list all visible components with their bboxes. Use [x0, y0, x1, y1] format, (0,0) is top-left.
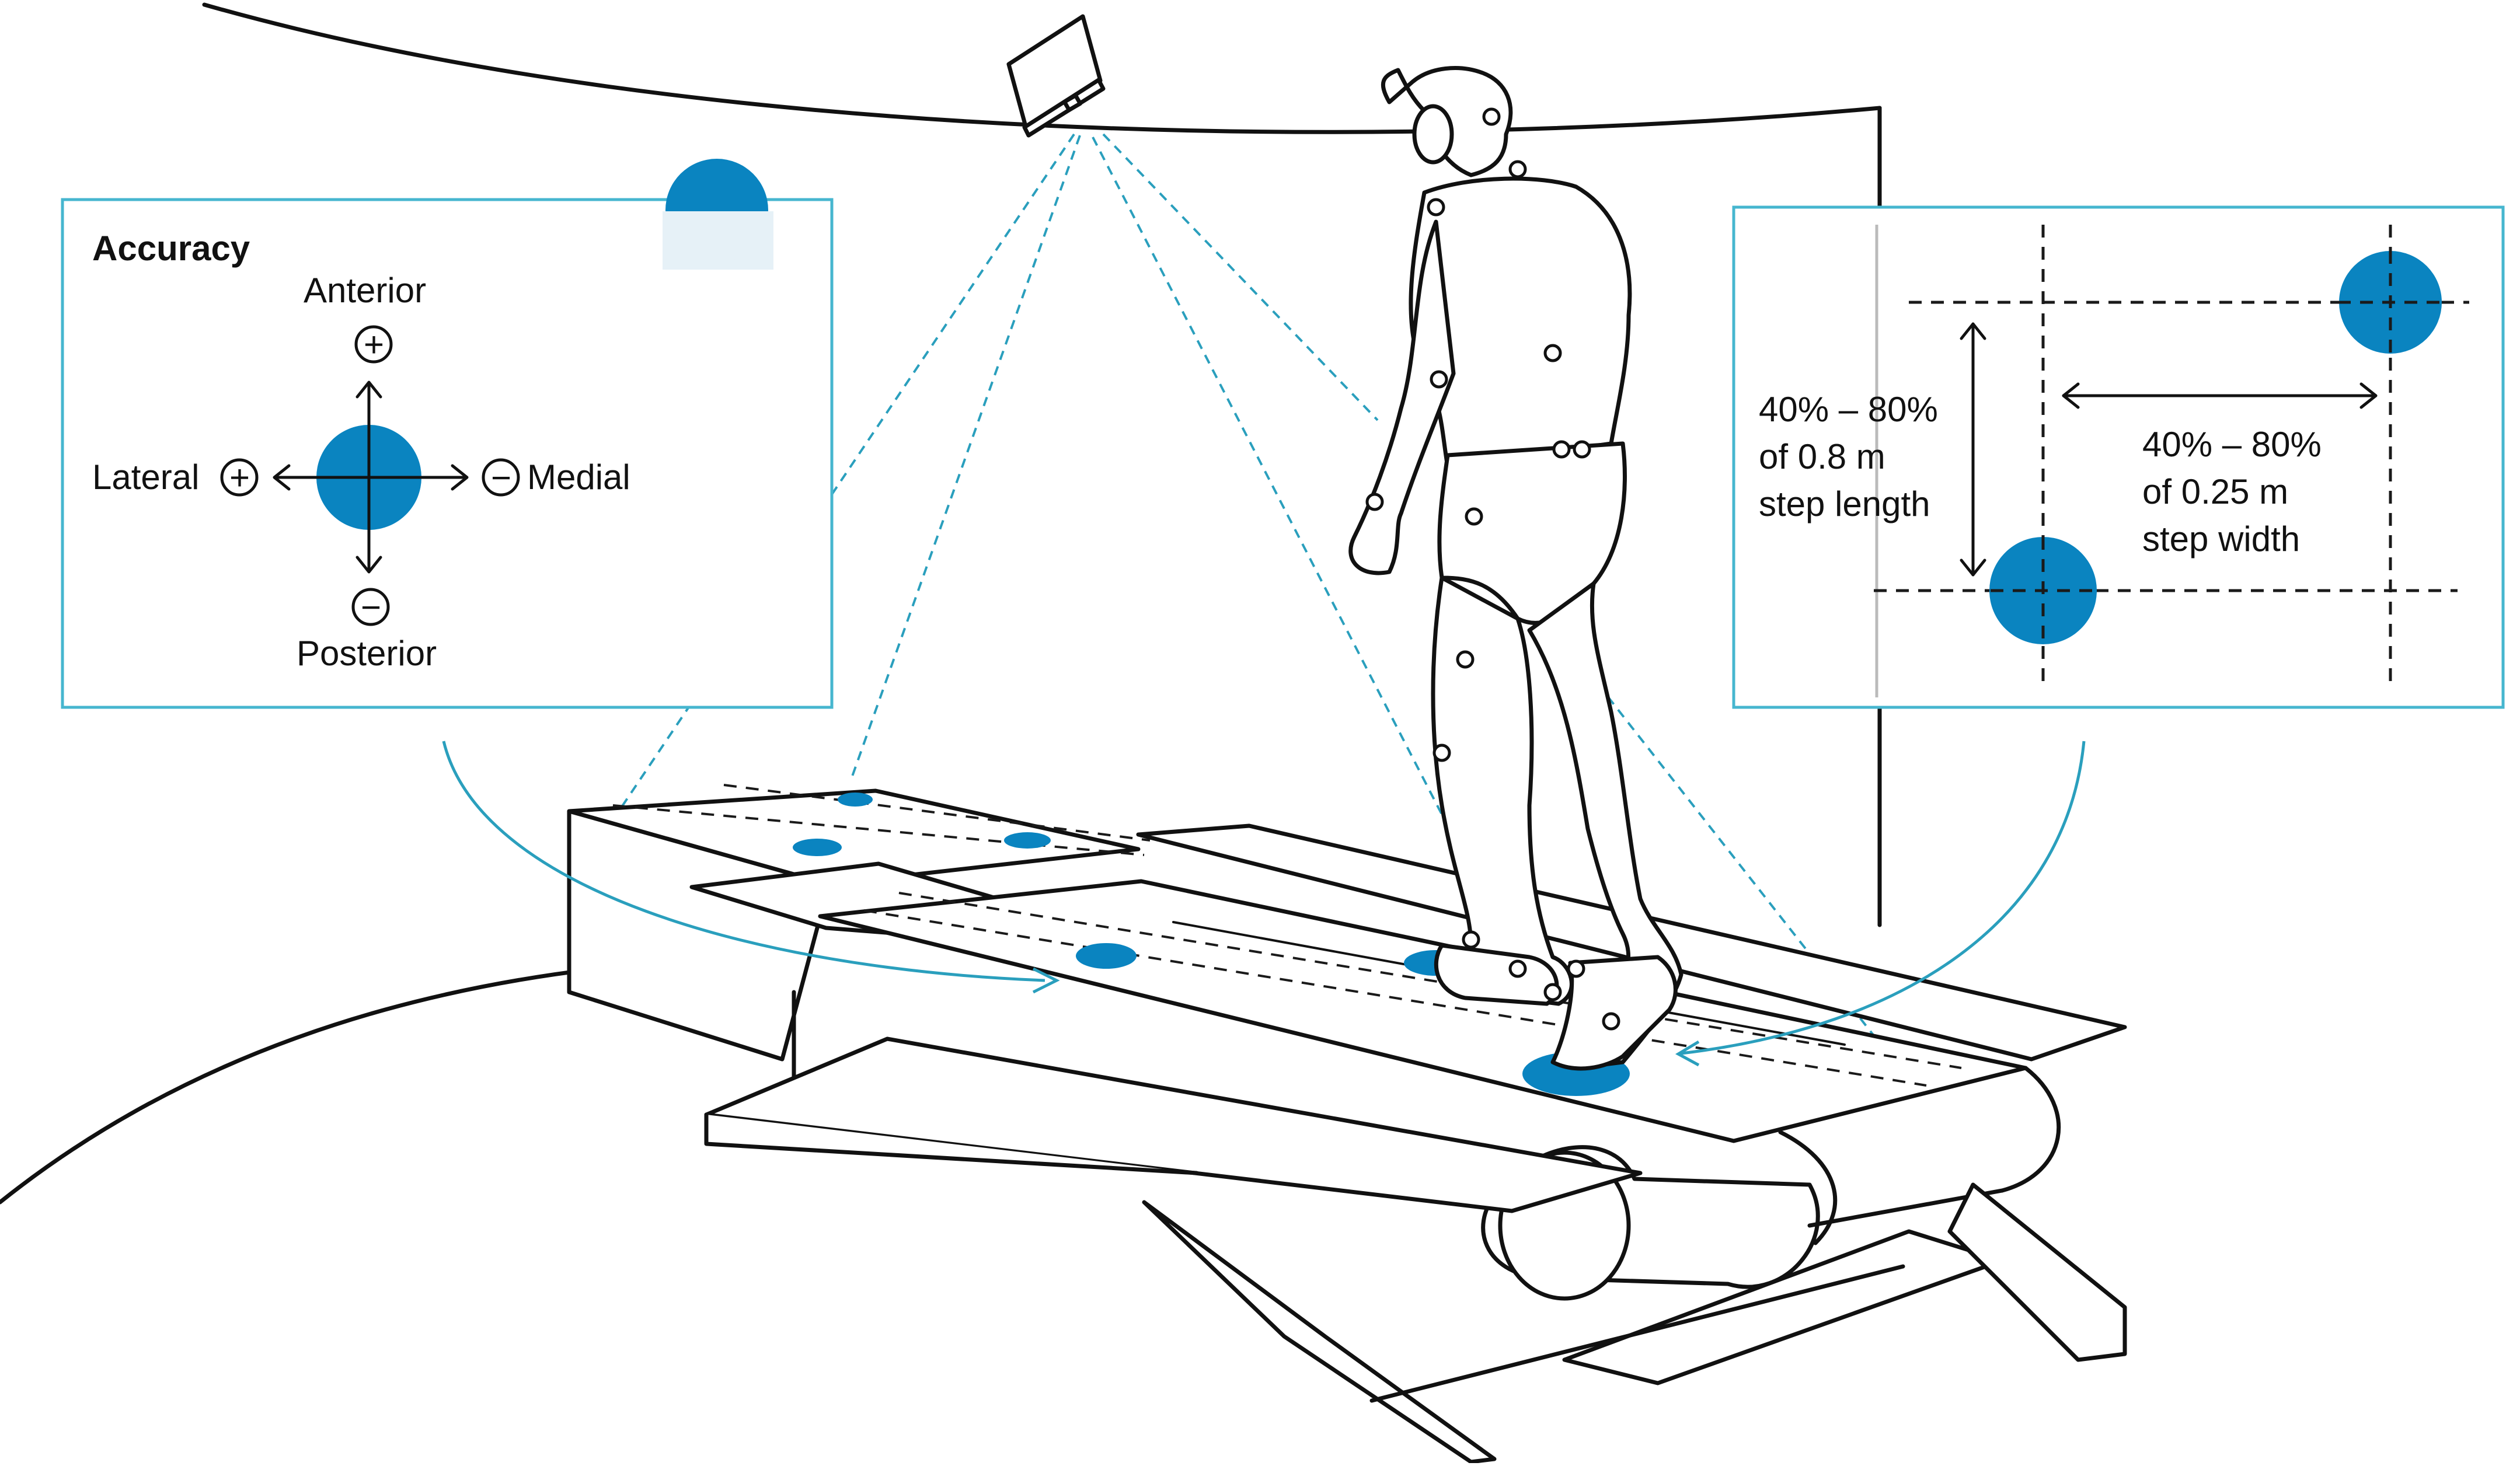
lateral-label: Lateral — [92, 458, 199, 497]
medial-minus: − — [491, 458, 511, 497]
motion-capture-markers — [1365, 107, 1620, 1031]
stepping-targets — [793, 793, 1630, 1096]
step-width-line1: 40% – 80% — [2142, 425, 2322, 464]
lateral-plus: + — [229, 458, 250, 497]
step-width-line3: step width — [2142, 519, 2300, 559]
projector-icon — [1006, 14, 1106, 138]
minus-icon — [351, 588, 390, 626]
step-parameters-panel: 40% – 80% of 0.8 m step length 40% – 80%… — [1732, 205, 2505, 709]
projection-beams — [618, 133, 1887, 1109]
plus-icon — [354, 325, 393, 364]
medial-label: Medial — [527, 458, 630, 497]
minus-icon — [482, 458, 520, 497]
anterior-label: Anterior — [304, 271, 426, 310]
anterior-plus: + — [364, 325, 384, 364]
plus-icon — [220, 458, 259, 497]
panel-arrows — [442, 741, 2086, 1067]
step-length-line1: 40% – 80% — [1759, 390, 1938, 429]
posterior-label: Posterior — [297, 634, 437, 673]
step-width-line2: of 0.25 m — [2142, 472, 2288, 511]
accuracy-panel: Accuracy Anterior + Lateral + − Medial −… — [61, 159, 834, 709]
posterior-minus: − — [361, 588, 381, 627]
step-length-line2: of 0.8 m — [1759, 437, 1885, 476]
step-length-line3: step length — [1759, 484, 1930, 523]
treadmill — [567, 784, 2127, 1464]
walking-person — [1348, 66, 1684, 1071]
accuracy-title: Accuracy — [92, 229, 250, 268]
